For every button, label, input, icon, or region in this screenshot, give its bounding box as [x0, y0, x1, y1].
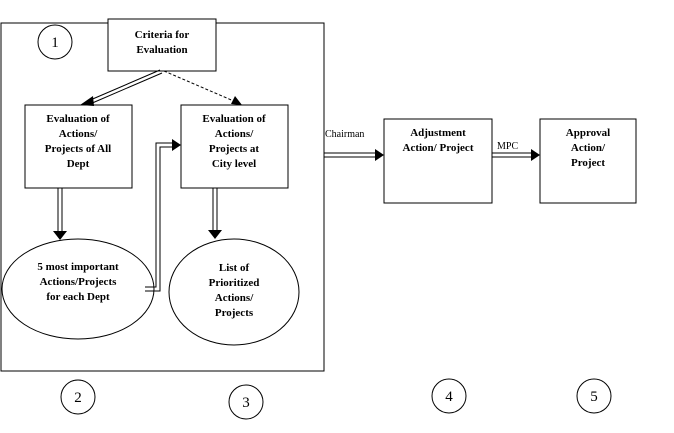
step-number-5: 5 — [576, 378, 612, 414]
adjustment-node: Adjustment Action/ Project — [383, 118, 493, 204]
adjustment-line-1: Adjustment — [410, 127, 466, 139]
prioritized-node: List of Prioritized Actions/ Projects — [168, 238, 300, 346]
arrow-chairman: Chairman — [324, 129, 384, 161]
approval-line-1: Approval — [566, 127, 610, 139]
approval-line-2: Action/ — [571, 142, 606, 154]
arrow-eval-city-to-prioritized — [208, 188, 222, 239]
eval-city-line-1: Evaluation of — [202, 113, 266, 125]
prioritized-line-2: Prioritized — [209, 277, 260, 289]
eval-city-node: Evaluation of Actions/ Projects at City … — [180, 104, 289, 189]
eval-dept-line-4: Dept — [67, 158, 90, 170]
svg-text:1: 1 — [51, 35, 59, 51]
step-number-3: 3 — [228, 384, 264, 420]
svg-text:3: 3 — [242, 395, 250, 411]
prioritized-line-4: Projects — [215, 307, 254, 319]
top5-node: 5 most important Actions/Projects for ea… — [1, 238, 155, 340]
top5-line-2: Actions/Projects — [40, 276, 117, 288]
chairman-label: Chairman — [325, 129, 364, 140]
svg-text:4: 4 — [445, 389, 453, 405]
eval-dept-line-3: Projects of All — [45, 143, 111, 155]
approval-line-3: Project — [571, 157, 605, 169]
arrow-criteria-to-eval-city — [163, 70, 242, 105]
arrow-eval-dept-to-top5 — [53, 188, 67, 240]
approval-node: Approval Action/ Project — [539, 118, 637, 204]
step-number-4: 4 — [431, 378, 467, 414]
top5-line-3: for each Dept — [46, 291, 110, 303]
criteria-node: Criteria for Evaluation — [107, 18, 217, 72]
eval-city-line-2: Actions/ — [215, 128, 254, 140]
eval-city-line-4: City level — [212, 158, 256, 170]
arrow-mpc: MPC — [492, 141, 540, 161]
prioritized-line-1: List of — [219, 262, 250, 274]
svg-text:5: 5 — [590, 389, 598, 405]
criteria-line-1: Criteria for — [135, 29, 190, 41]
prioritized-line-3: Actions/ — [215, 292, 254, 304]
step-number-2: 2 — [60, 379, 96, 415]
adjustment-line-2: Action/ Project — [403, 142, 474, 154]
mpc-label: MPC — [497, 141, 518, 152]
step-number-1: 1 — [37, 24, 73, 60]
arrow-top5-to-eval-city — [145, 139, 181, 292]
criteria-line-2: Evaluation — [136, 44, 187, 56]
eval-dept-line-2: Actions/ — [59, 128, 98, 140]
top5-line-1: 5 most important — [37, 261, 119, 273]
eval-dept-node: Evaluation of Actions/ Projects of All D… — [24, 104, 133, 189]
svg-text:2: 2 — [74, 390, 82, 406]
eval-dept-line-1: Evaluation of — [46, 113, 110, 125]
arrow-criteria-to-eval-dept — [80, 69, 163, 106]
eval-city-line-3: Projects at — [209, 143, 260, 155]
